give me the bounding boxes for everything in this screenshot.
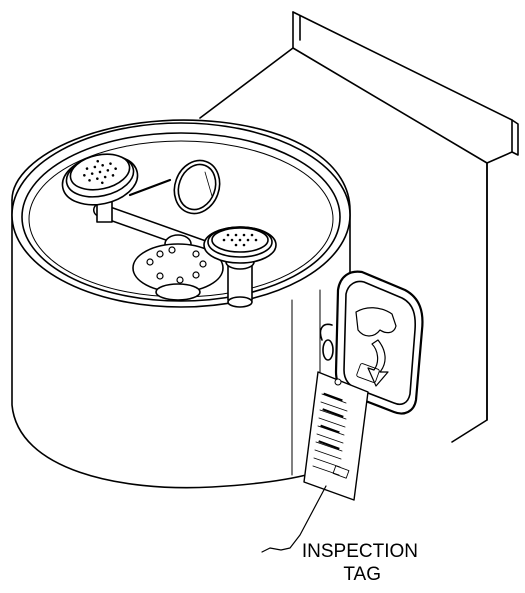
- dust-cover: [173, 159, 221, 215]
- eyewash-head-assembly: [61, 153, 277, 308]
- arrow-icon: [367, 339, 389, 387]
- callout-leader-line: [261, 485, 327, 553]
- hand-icon: [355, 307, 397, 337]
- right-spray-head: [203, 226, 277, 308]
- left-spray-head: [61, 153, 172, 223]
- inspection-tag: [303, 371, 369, 501]
- callout-label-line2: TAG: [343, 564, 381, 585]
- callout-label-line1: INSPECTION: [301, 541, 418, 562]
